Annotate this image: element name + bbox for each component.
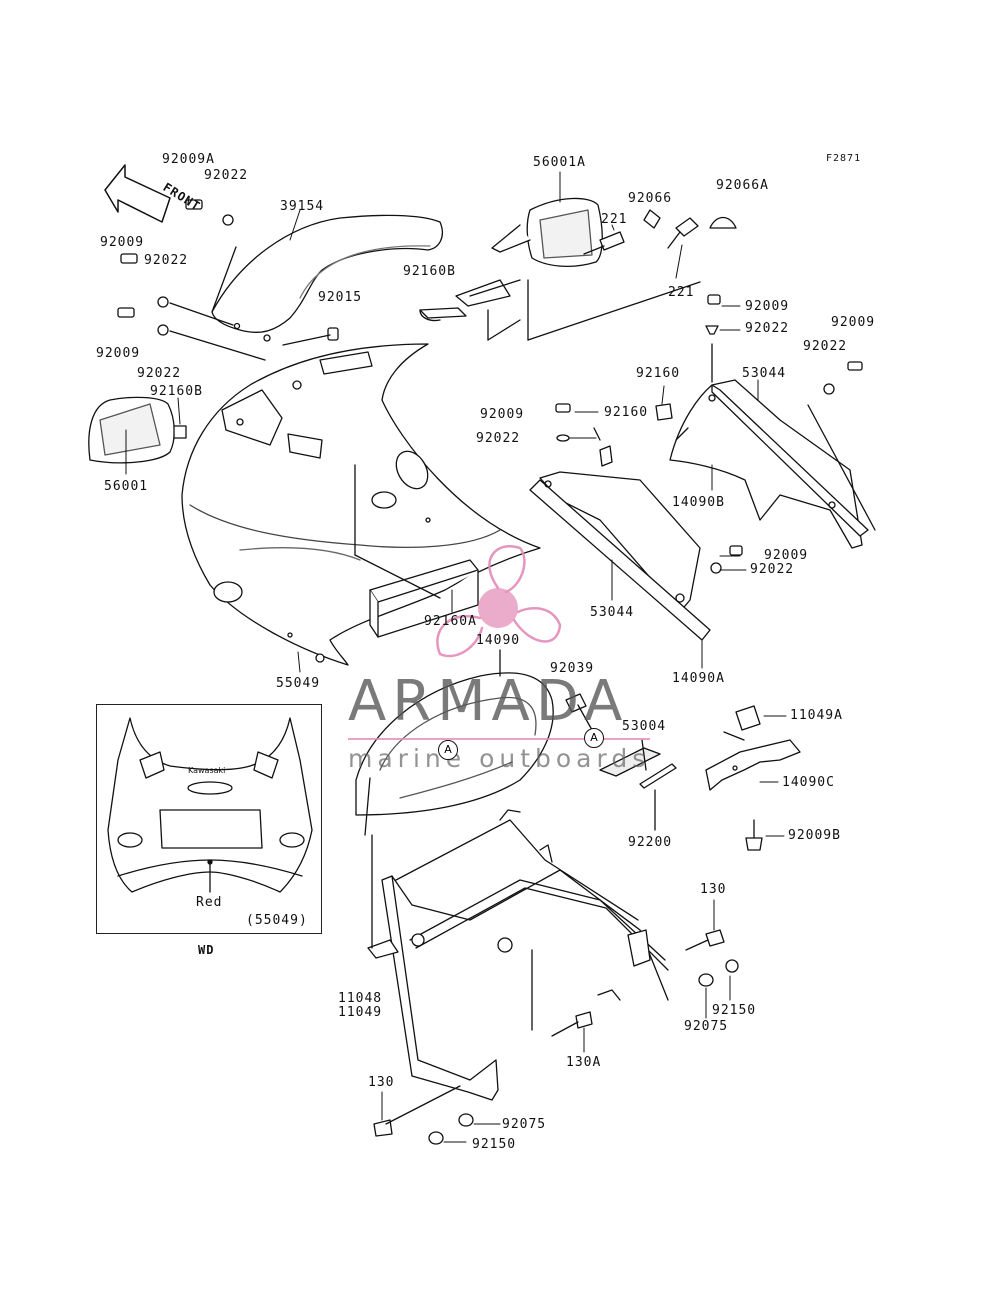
part-label: 14090 xyxy=(476,633,521,648)
part-label: 92160B xyxy=(150,384,203,399)
inset-caption: WD xyxy=(198,943,215,957)
part-label: 92009 xyxy=(96,346,141,361)
meter-parts xyxy=(565,693,677,831)
part-label: 92200 xyxy=(628,835,673,850)
part-label: 92022 xyxy=(144,253,189,268)
part-label: 92066A xyxy=(716,178,769,193)
part-label: 92009A xyxy=(162,152,215,167)
part-label: 56001 xyxy=(104,479,149,494)
part-label: 130 xyxy=(700,882,727,897)
part-label: 92009 xyxy=(745,299,790,314)
part-label: 92160A xyxy=(424,614,477,629)
part-label: 92039 xyxy=(550,661,595,676)
part-label: 14090A xyxy=(672,671,725,686)
grommet-92160B xyxy=(419,307,467,322)
bolts-221 xyxy=(583,209,737,255)
part-label: 92075 xyxy=(684,1019,729,1034)
part-label: 53004 xyxy=(622,719,667,734)
figure-code: F2871 xyxy=(826,153,862,164)
part-label: 92066 xyxy=(628,191,673,206)
propeller-logo-icon xyxy=(436,545,562,658)
part-label: 92009 xyxy=(764,548,809,563)
part-label: 11048 xyxy=(338,991,383,1006)
part-label: 92160 xyxy=(604,405,649,420)
part-label: 56001A xyxy=(533,155,586,170)
cowling-stay-11048 xyxy=(367,809,669,1101)
upper-cowl-55049 xyxy=(181,343,541,666)
inset-part-ref: (55049) xyxy=(246,913,308,928)
reference-marker: A xyxy=(584,728,604,748)
part-label: 92022 xyxy=(137,366,182,381)
part-label: 92022 xyxy=(476,431,521,446)
inset-panel xyxy=(96,704,322,934)
part-label: 130 xyxy=(368,1075,395,1090)
part-label: 92022 xyxy=(745,321,790,336)
inner-cowl-14090A xyxy=(529,403,743,641)
part-label: 92160B xyxy=(403,264,456,279)
part-label: 11049 xyxy=(338,1005,383,1020)
inset-cowl-drawing xyxy=(107,717,313,893)
watermark-divider xyxy=(348,738,650,740)
upper-cowl-39154 xyxy=(211,214,443,342)
part-label: 39154 xyxy=(280,199,325,214)
part-label: 92150 xyxy=(472,1137,517,1152)
inset-callout: Red xyxy=(196,895,223,910)
bracket-11049A-14090C xyxy=(705,705,801,851)
part-label: 92075 xyxy=(502,1117,547,1132)
watermark-brand: ARMADA xyxy=(348,669,629,734)
part-label: 130A xyxy=(566,1055,602,1070)
part-label: 14090B xyxy=(672,495,725,510)
part-label: 92022 xyxy=(803,339,848,354)
part-label: 221 xyxy=(668,285,695,300)
seal-strip-92160A xyxy=(354,464,479,638)
mirror-right-56001A xyxy=(455,197,701,341)
part-label: 92009 xyxy=(480,407,525,422)
part-label: 92022 xyxy=(750,562,795,577)
part-label: 92015 xyxy=(318,290,363,305)
part-label: 92160 xyxy=(636,366,681,381)
part-label: 55049 xyxy=(276,676,321,691)
watermark-tagline: marine outboards xyxy=(348,744,651,773)
part-label: 14090C xyxy=(782,775,835,790)
front-arrow-icon xyxy=(104,164,171,223)
fasteners-bottom xyxy=(373,929,739,1145)
part-label: 92150 xyxy=(712,1003,757,1018)
part-label: 92022 xyxy=(204,168,249,183)
inner-cowl-14090B xyxy=(669,294,876,549)
reference-marker: A xyxy=(438,740,458,760)
leader-lines xyxy=(125,171,787,1143)
fasteners-upper-left xyxy=(117,199,339,361)
part-label: 92009 xyxy=(831,315,876,330)
part-label: 92009 xyxy=(100,235,145,250)
part-label: 92009B xyxy=(788,828,841,843)
inset-emblem: Kawasaki xyxy=(188,766,226,775)
mirror-left-56001 xyxy=(88,396,187,464)
part-label: 221 xyxy=(601,212,628,227)
part-label: 53044 xyxy=(590,605,635,620)
part-label: 53044 xyxy=(742,366,787,381)
part-label: 11049A xyxy=(790,708,843,723)
